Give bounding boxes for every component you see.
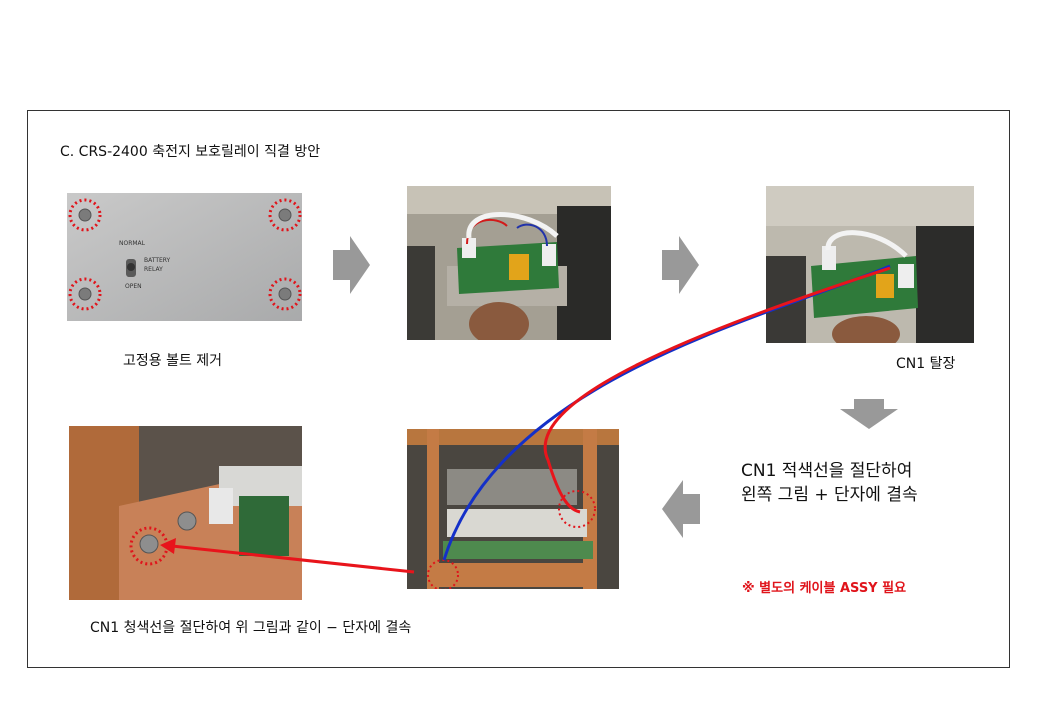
caption-step4-line2: 왼쪽 그림 + 단자에 결속: [741, 485, 918, 505]
caption-step3: CN1 탈장: [896, 356, 956, 372]
arrow-down-icon: [840, 399, 898, 429]
panel-label-normal: NORMAL: [119, 240, 146, 247]
photo-panel-bolts: NORMAL BATTERY RELAY OPEN: [67, 193, 302, 321]
panel-label-relay: RELAY: [144, 266, 163, 273]
photo-cn1-connector: [766, 186, 974, 343]
note-cable-assy: ※ 별도의 케이블 ASSY 필요: [742, 581, 907, 596]
arrow-left-icon: [662, 480, 700, 538]
blue-wire-line: [442, 264, 891, 561]
photo-busbar-enclosure: [407, 429, 619, 589]
arrow-right-icon: [662, 236, 700, 294]
photo-relay-board: [407, 186, 611, 340]
panel-label-battery: BATTERY: [144, 257, 171, 264]
red-pointer-arrowhead-icon: [160, 538, 176, 554]
page-title: C. CRS-2400 축전지 보호릴레이 직결 방안: [60, 144, 321, 160]
document-frame: [27, 110, 1010, 668]
caption-step6: CN1 청색선을 절단하여 위 그림과 같이 − 단자에 결속: [90, 620, 412, 636]
caption-step1: 고정용 볼트 제거: [123, 353, 223, 369]
red-pointer-line: [171, 544, 415, 574]
red-wire-line: [543, 266, 891, 514]
caption-step4-line1: CN1 적색선을 절단하여: [741, 461, 913, 481]
panel-label-open: OPEN: [125, 283, 142, 290]
photo-copper-terminal: [69, 426, 302, 600]
arrow-right-icon: [333, 236, 371, 294]
